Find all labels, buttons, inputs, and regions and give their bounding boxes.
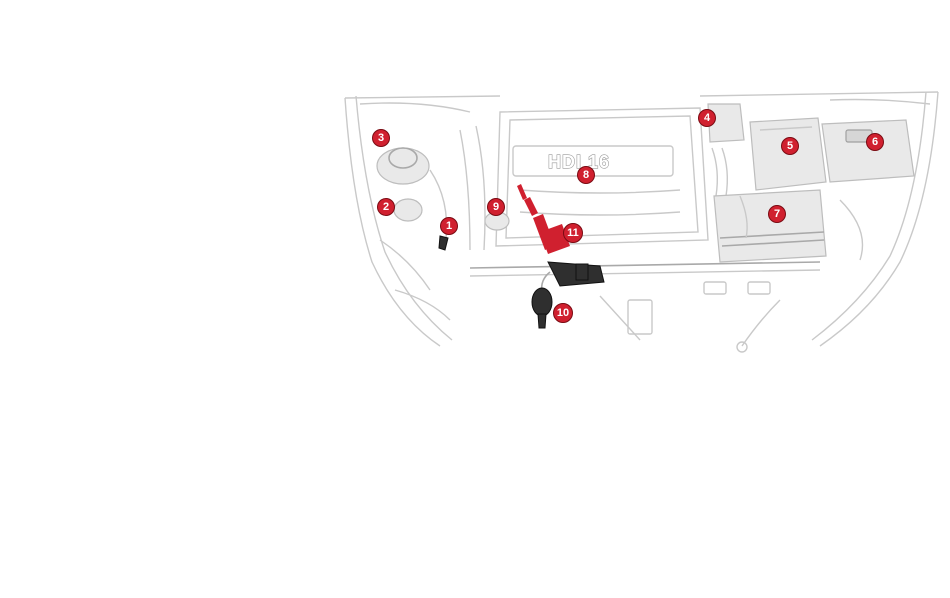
svg-text:8: 8: [583, 169, 589, 181]
engine-cover: HDI 16: [496, 108, 708, 246]
callout-5: 5: [782, 138, 799, 155]
svg-text:7: 7: [774, 208, 780, 220]
svg-text:4: 4: [704, 112, 711, 124]
engine-cover-label: HDI 16: [548, 152, 610, 172]
callout-2: 2: [378, 199, 395, 216]
callout-3: 3: [373, 130, 390, 147]
right-components: [708, 104, 914, 262]
svg-text:5: 5: [787, 140, 793, 152]
svg-text:6: 6: [872, 136, 878, 148]
svg-text:3: 3: [378, 132, 384, 144]
svg-text:2: 2: [383, 201, 389, 213]
callout-4: 4: [699, 110, 716, 127]
callout-9: 9: [488, 199, 505, 216]
svg-text:10: 10: [557, 307, 569, 319]
svg-text:9: 9: [493, 201, 499, 213]
callout-6: 6: [867, 134, 884, 151]
svg-text:11: 11: [567, 227, 579, 239]
callout-11: 11: [564, 224, 583, 243]
lower-bay-details: [600, 282, 780, 352]
callout-1: 1: [441, 218, 458, 235]
callout-7: 7: [769, 206, 786, 223]
callout-8: 8: [578, 167, 595, 184]
svg-text:1: 1: [446, 220, 452, 232]
callout-10: 10: [554, 304, 573, 323]
